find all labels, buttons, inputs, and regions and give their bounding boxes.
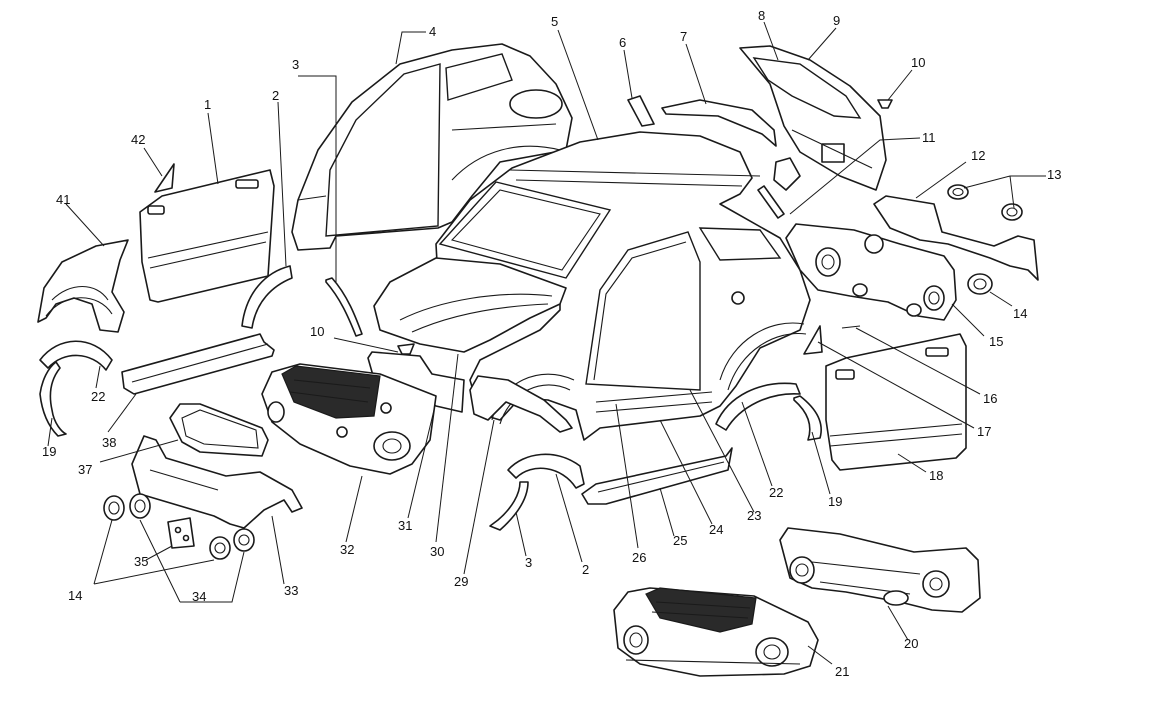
callout-17: 17 [977,424,991,439]
part-front-bumper-left [261,363,437,475]
callout-33: 33 [284,583,298,598]
callout-19-right: 19 [828,494,842,509]
callout-35: 35 [134,554,148,569]
callout-10-front: 10 [310,324,324,339]
callout-5: 5 [551,14,558,29]
callout-18: 18 [929,468,943,483]
callout-41: 41 [56,192,70,207]
part-arch-trim-left-rear [39,361,67,437]
callout-22-right: 22 [769,485,783,500]
callout-11: 11 [922,130,936,145]
part-body-shell [435,131,811,441]
part-quarter-glass-rear [803,325,823,355]
callout-8: 8 [758,8,765,23]
part-wheel-arch-left-front [241,265,293,329]
callout-4: 4 [429,24,436,39]
part-rear-bumper-frame [785,223,957,321]
part-tailgate [739,45,887,191]
part-arch-trim-left-front [325,277,363,337]
callout-31: 31 [398,518,412,533]
callout-7: 7 [680,29,687,44]
part-rear-bumper-bottom [779,527,981,613]
callout-24: 24 [709,522,723,537]
part-license-bracket-35 [167,517,195,549]
callout-26: 26 [632,550,646,565]
part-side-sill-right [581,447,733,505]
callout-6: 6 [619,35,626,50]
part-grille-frame [169,403,269,457]
part-trim-strip-11 [757,185,785,219]
part-wheel-arch-left-rear [39,340,113,371]
part-side-sill-left [121,333,275,395]
callout-23: 23 [747,508,761,523]
callout-32: 32 [340,542,354,557]
callout-1: 1 [204,97,211,112]
part-arch-trim-right-rear [793,395,822,441]
callout-2: 2 [272,88,279,103]
callout-42: 42 [131,132,145,147]
callout-34: 34 [192,589,206,604]
part-wheel-arch-right-rear [715,382,801,431]
part-grommet-14-right [967,273,993,295]
callout-16: 16 [983,391,997,406]
callout-25: 25 [673,533,687,548]
part-pin-16 [841,325,861,329]
part-front-fender [37,239,129,333]
leader-lines [47,21,1046,665]
part-hood [373,257,567,353]
part-quarter-glass-front [154,163,175,193]
part-body-side-frame [291,43,573,251]
part-emblem-rear [877,99,893,109]
callout-14-right: 14 [1013,306,1027,321]
callout-22-left: 22 [91,389,105,404]
callout-3: 3 [292,57,299,72]
part-plug-34a [129,493,151,519]
part-rear-spoiler [661,99,777,147]
callout-3-lower: 3 [525,555,532,570]
callout-30: 30 [430,544,444,559]
part-grommet-14-left [103,495,125,521]
callout-20: 20 [904,636,918,651]
callout-9: 9 [833,13,840,28]
callout-numbers: 1 2 3 4 5 6 7 8 9 10 11 12 13 14 15 16 1… [42,8,1061,679]
part-grommets-13 [947,184,1023,221]
part-wheel-arch-right-front [507,453,585,489]
callout-37: 37 [78,462,92,477]
part-roof-strip-6 [627,95,655,127]
part-front-door-right [825,333,967,471]
callout-2-lower: 2 [582,562,589,577]
callout-14-left: 14 [68,588,82,603]
callout-29: 29 [454,574,468,589]
part-plug-34b [233,528,255,552]
callout-38: 38 [102,435,116,450]
part-rear-upper-cover [873,195,1039,281]
callout-10-rear: 10 [911,55,925,70]
part-emblem-front [397,343,415,355]
callout-19-left: 19 [42,444,56,459]
callout-15: 15 [989,334,1003,349]
part-arch-trim-right-front [489,481,529,531]
part-front-bumper-bottom [613,587,819,677]
callout-21: 21 [835,664,849,679]
part-rear-lower-bumper [131,435,303,529]
callout-13: 13 [1047,167,1061,182]
part-grommet-14-left-b [209,536,231,560]
part-front-fender-right [469,375,573,433]
callout-12: 12 [971,148,985,163]
